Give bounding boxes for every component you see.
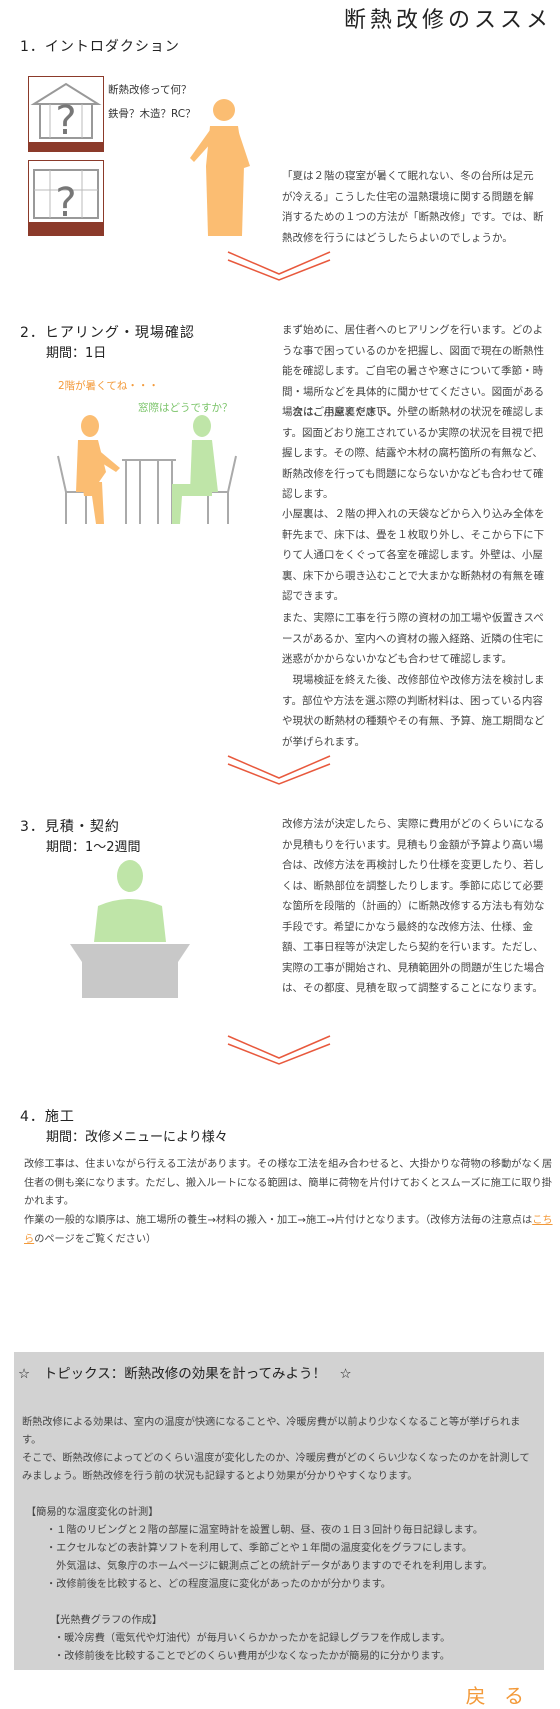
topics-intro-2: そこで、断熱改修によってどのくらい温度が変化したのか、冷暖房費がどのくらい少なく… xyxy=(22,1453,530,1482)
section2-text-1: まず始めに、居住者へのヒアリングを行います。どのような事で困っているのかを把握し… xyxy=(282,324,545,418)
section2-heading: 2．ヒアリング・現場確認 xyxy=(20,325,195,341)
section2-text-5: 現場検証を終えた後、改修部位や改修方法を検討します。部位や方法を選ぶ際の判断材料… xyxy=(282,674,545,748)
svg-text:?: ? xyxy=(55,98,76,144)
person-standing-illustration xyxy=(190,99,250,236)
cost-item-2: ・改修前後を比較することでどのくらい費用が少なくなったかが簡易的に分かります。 xyxy=(54,1651,450,1662)
section4-text-1: 改修工事は、住まいながら行える工法があります。その様な工法を組み合わせると、大掛… xyxy=(24,1159,553,1207)
chevron-down-icon xyxy=(227,755,331,785)
topics-heading: ☆ トピックス：断熱改修の効果を計ってみよう！ ☆ xyxy=(18,1366,352,1382)
temp-measure-heading: 【簡易的な温度変化の計測】 xyxy=(26,1507,159,1518)
link-precautions[interactable]: こちら xyxy=(24,1215,553,1245)
page-title: 断熱改修のススメ xyxy=(343,8,552,33)
section1-text: 「夏は２階の寝室が暑くて眠れない、冬の台所は足元が冷える」こうした住宅の温熱環境… xyxy=(282,170,544,244)
section4-text-2b: のページをご覧ください） xyxy=(34,1233,157,1245)
section2-text-4: また、実際に工事を行う際の資材の加工場や仮置きスペースがあるか、室内への資材の搬… xyxy=(282,612,544,665)
intro-label-1: 断熱改修って何？ xyxy=(108,84,192,96)
chevron-down-icon xyxy=(227,251,331,281)
intro-label-2: 鉄骨？木造？RC？ xyxy=(108,108,196,120)
house-illustration-2: ? xyxy=(28,160,104,236)
section4-text-2: 作業の一般的な順序は、施工場所の養生→材料の搬入・加工→施工→片付けとなります。… xyxy=(24,1212,554,1249)
temp-item-4: ・改修前後を比較すると、どの程度温度に変化があったのかが分かります。 xyxy=(46,1579,391,1590)
speech-bubble-1: 2階が暑くてね・・・ xyxy=(58,380,159,392)
topics-box: ☆ トピックス：断熱改修の効果を計ってみよう！ ☆ 断熱改修による効果は、室内の… xyxy=(14,1352,544,1670)
section3-text: 改修方法が決定したら、実際に費用がどのくらいになるか見積もりを行います。見積もり… xyxy=(282,818,545,994)
estimate-illustration xyxy=(70,860,190,998)
temp-item-1: ・１階のリビングと２階の部屋に温室時計を設置し朝、昼、夜の１日３回計り毎日記録し… xyxy=(46,1525,484,1536)
section2-text-3: 小屋裏は、２階の押入れの天袋などから入り込み全体を軒先まで、床下は、畳を１枚取り… xyxy=(282,508,545,602)
back-button[interactable]: 戻 る xyxy=(465,1684,530,1708)
hearing-illustration xyxy=(57,415,237,524)
section4-period: 期間：改修メニューにより様々 xyxy=(46,1130,228,1145)
house-illustration-1: ? xyxy=(28,76,104,152)
speech-bubble-2: 窓際はどうですか？ xyxy=(138,402,233,414)
section3-period: 期間：1〜2週間 xyxy=(46,840,141,855)
chevron-down-icon xyxy=(227,1035,331,1065)
section1-heading: 1．イントロダクション xyxy=(20,39,180,55)
section3-heading: 3．見積・契約 xyxy=(20,819,120,835)
topics-intro-1: 断熱改修による効果は、室内の温度が快適になることや、冷暖房費が以前より少なくなる… xyxy=(22,1417,521,1446)
cost-item-1: ・暖冷房費（電気代や灯油代）が毎月いくらかかったかを記録しグラフを作成します。 xyxy=(54,1633,451,1644)
cost-graph-heading: 【光熱費グラフの作成】 xyxy=(50,1615,163,1626)
svg-text:?: ? xyxy=(55,180,76,226)
section4-heading: 4．施工 xyxy=(20,1109,75,1125)
temp-item-3: 外気温は、気象庁のホームページに観測点ごとの統計データがありますのでそれを利用し… xyxy=(46,1561,493,1572)
section4-text-2a: 作業の一般的な順序は、施工場所の養生→材料の搬入・加工→施工→片付けとなります。… xyxy=(24,1215,533,1226)
temp-item-2: ・エクセルなどの表計算ソフトを利用して、季節ごとや１年間の温度変化をグラフにしま… xyxy=(46,1543,473,1554)
section2-period: 期間：1日 xyxy=(46,346,107,361)
section2-text-2: 次に、小屋裏や床下、外壁の断熱材の状況を確認します。図面どおり施工されているか実… xyxy=(282,406,545,500)
